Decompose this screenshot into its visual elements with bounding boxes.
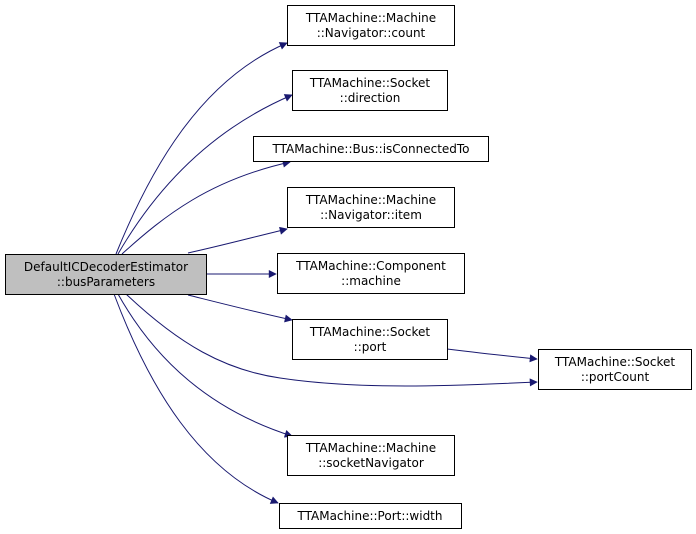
edge-socket-port-to-port-count: [446, 348, 538, 363]
edge-root-to-navigator-item: [187, 226, 288, 254]
node-socket-direction[interactable]: TTAMachine::Socket ::direction: [292, 70, 448, 111]
node-line2: ::socketNavigator: [318, 456, 424, 470]
node-line1: TTAMachine::Socket: [309, 325, 431, 339]
node-line1: TTAMachine::Bus::isConnectedTo: [271, 142, 469, 156]
node-socket-port[interactable]: TTAMachine::Socket ::port: [292, 319, 448, 360]
node-line1: TTAMachine::Machine: [305, 193, 436, 207]
node-line2: ::portCount: [581, 370, 650, 384]
node-port-width[interactable]: TTAMachine::Port::width: [279, 503, 462, 529]
node-line1: TTAMachine::Machine: [305, 441, 436, 455]
node-bus-is-connected-to[interactable]: TTAMachine::Bus::isConnectedTo: [253, 136, 489, 162]
edge-root-to-navigator-count: [115, 42, 288, 255]
node-line2: ::port: [354, 340, 387, 354]
edge-root-to-socket-direction: [117, 94, 293, 255]
node-machine-navigator-count[interactable]: TTAMachine::Machine ::Navigator::count: [287, 5, 455, 46]
node-component-machine[interactable]: TTAMachine::Component ::machine: [277, 253, 465, 294]
edges: [113, 42, 538, 504]
node-line1: TTAMachine::Socket: [554, 355, 676, 369]
node-machine-socket-navigator[interactable]: TTAMachine::Machine ::socketNavigator: [287, 435, 455, 476]
node-root-line2: ::busParameters: [57, 275, 155, 289]
node-root[interactable]: DefaultICDecoderEstimator ::busParameter…: [5, 254, 207, 295]
node-line2: ::direction: [340, 91, 401, 105]
edge-root-to-port-width: [113, 293, 279, 504]
node-line1: TTAMachine::Port::width: [297, 509, 443, 523]
node-machine-navigator-item[interactable]: TTAMachine::Machine ::Navigator::item: [287, 187, 455, 228]
edge-root-to-socket-navigator: [117, 293, 293, 438]
node-line2: ::machine: [341, 274, 401, 288]
node-line2: ::Navigator::count: [317, 26, 426, 40]
node-line2: ::Navigator::item: [320, 208, 422, 222]
edge-root-to-socket-port: [187, 294, 293, 323]
node-line1: TTAMachine::Component: [295, 259, 446, 273]
node-line1: TTAMachine::Machine: [305, 11, 436, 25]
node-line1: TTAMachine::Socket: [309, 76, 431, 90]
edge-root-to-bus-is-connected-to: [121, 159, 291, 255]
node-root-line1: DefaultICDecoderEstimator: [24, 260, 188, 274]
edge-root-to-port-count: [125, 293, 538, 387]
node-socket-port-count[interactable]: TTAMachine::Socket ::portCount: [538, 349, 692, 390]
